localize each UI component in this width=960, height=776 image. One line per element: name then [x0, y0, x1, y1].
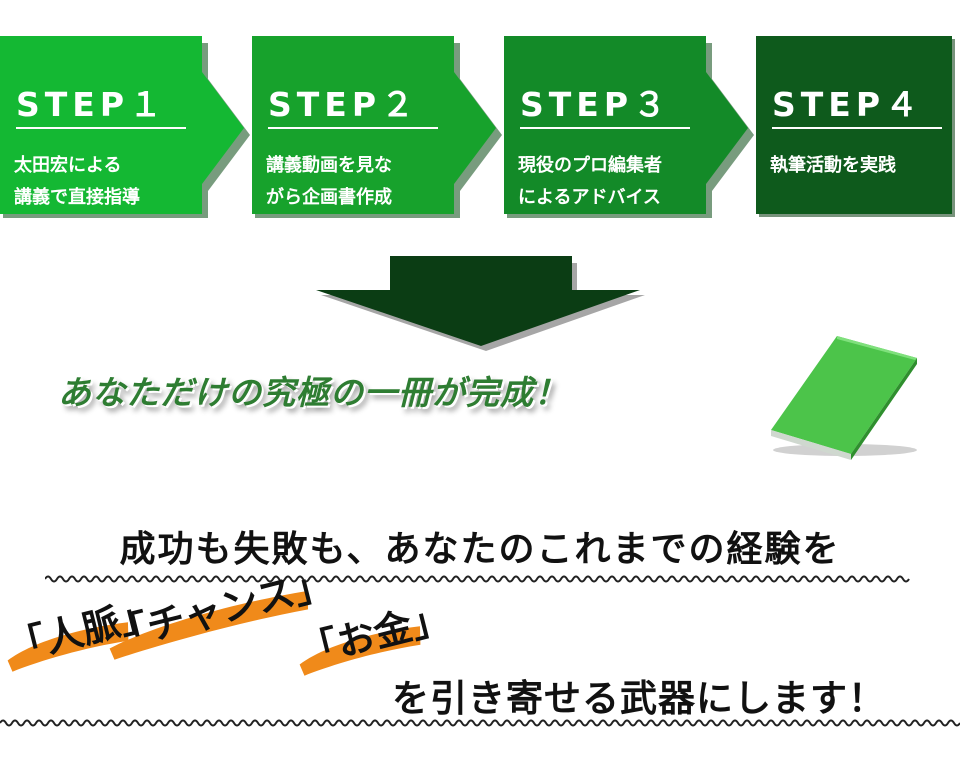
step-2-description: 講義動画を見な がら企画書作成 — [266, 150, 456, 214]
step-1-title: STEP１ — [16, 88, 186, 129]
step-4-line-1: 執筆活動を実践 — [770, 155, 896, 176]
step-1-line-1: 太田宏による — [14, 155, 122, 176]
brush-highlight — [299, 626, 421, 676]
keyword-connections: 「人脈」 — [1, 582, 162, 672]
step-3: STEP３ 現役のプロ編集者 によるアドバイス — [504, 36, 754, 218]
statement-line-1: 成功も失敗も、あなたのこれまでの経験を — [119, 529, 841, 570]
step-2-title: STEP２ — [268, 88, 438, 129]
keyword-chance: 「チャンス」 — [103, 552, 336, 660]
step-3-arrow-shape — [504, 36, 754, 218]
brush-highlight — [109, 590, 309, 660]
step-2: STEP２ 講義動画を見な がら企画書作成 — [252, 36, 502, 218]
step-3-line-1: 現役のプロ編集者 — [518, 155, 662, 176]
keyword-money: 「お金」 — [293, 586, 454, 676]
step-3-title: STEP３ — [520, 88, 690, 129]
step-3-line-2: によるアドバイス — [518, 187, 661, 208]
wavy-divider-top — [45, 575, 910, 583]
step-2-line-1: 講義動画を見な — [266, 155, 392, 176]
step-1-line-2: 講義で直接指導 — [14, 187, 140, 208]
step-3-description: 現役のプロ編集者 によるアドバイス — [518, 150, 708, 214]
step-4-title: STEP４ — [772, 88, 942, 129]
steps-flow: STEP１ 太田宏による 講義で直接指導 STEP２ 講義動画を見な がら企画書… — [0, 0, 960, 230]
step-1-description: 太田宏による 講義で直接指導 — [14, 150, 204, 214]
down-arrow-icon — [316, 256, 645, 351]
step-1-arrow-shape — [0, 36, 250, 218]
book-icon — [771, 336, 917, 460]
step-4-description: 執筆活動を実践 — [770, 150, 960, 182]
brush-highlight — [7, 622, 129, 672]
step-2-arrow-shape — [252, 36, 502, 218]
step-4: STEP４ 執筆活動を実践 — [756, 36, 960, 218]
wavy-divider-bottom — [0, 719, 960, 727]
statement-line-2: を引き寄せる武器にします！ — [392, 677, 886, 720]
step-1: STEP１ 太田宏による 講義で直接指導 — [0, 36, 250, 218]
step-2-line-2: がら企画書作成 — [266, 187, 392, 208]
headline: あなただけの究極の一冊が完成！ — [58, 373, 568, 412]
